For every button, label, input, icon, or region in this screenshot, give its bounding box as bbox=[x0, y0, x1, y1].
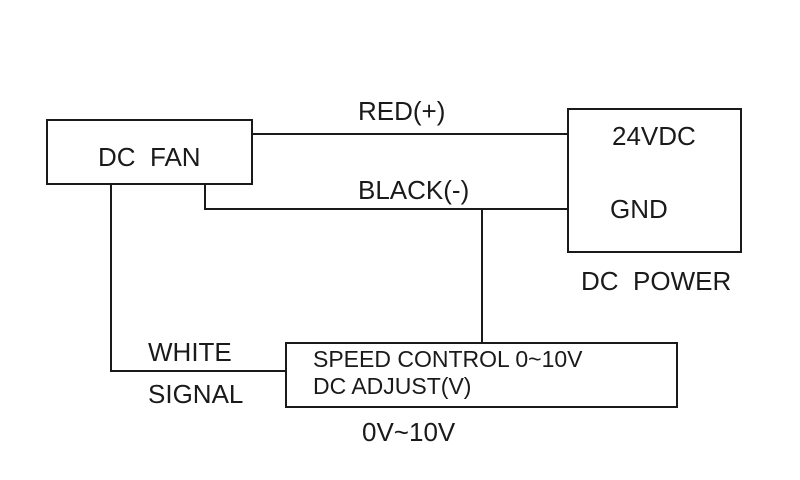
white-wire-label: WHITE bbox=[148, 337, 232, 367]
red-wire-label: RED(+) bbox=[358, 96, 446, 126]
voltage-range-caption: 0V~10V bbox=[362, 417, 456, 447]
white-signal-wire bbox=[110, 184, 286, 372]
power-positive-terminal: 24VDC bbox=[612, 121, 696, 151]
speed-control-line1: SPEED CONTROL 0~10V bbox=[313, 346, 583, 372]
dc-fan-box bbox=[46, 119, 253, 185]
dc-fan-label: DC FAN bbox=[98, 142, 201, 172]
dc-power-caption: DC POWER bbox=[581, 266, 732, 296]
black-wire bbox=[204, 184, 568, 210]
power-ground-terminal: GND bbox=[610, 194, 668, 224]
speed-control-line2: DC ADJUST(V) bbox=[313, 373, 472, 399]
signal-wire-label: SIGNAL bbox=[148, 379, 244, 409]
dc-power-box bbox=[567, 108, 742, 253]
black-wire-label: BLACK(-) bbox=[358, 175, 470, 205]
